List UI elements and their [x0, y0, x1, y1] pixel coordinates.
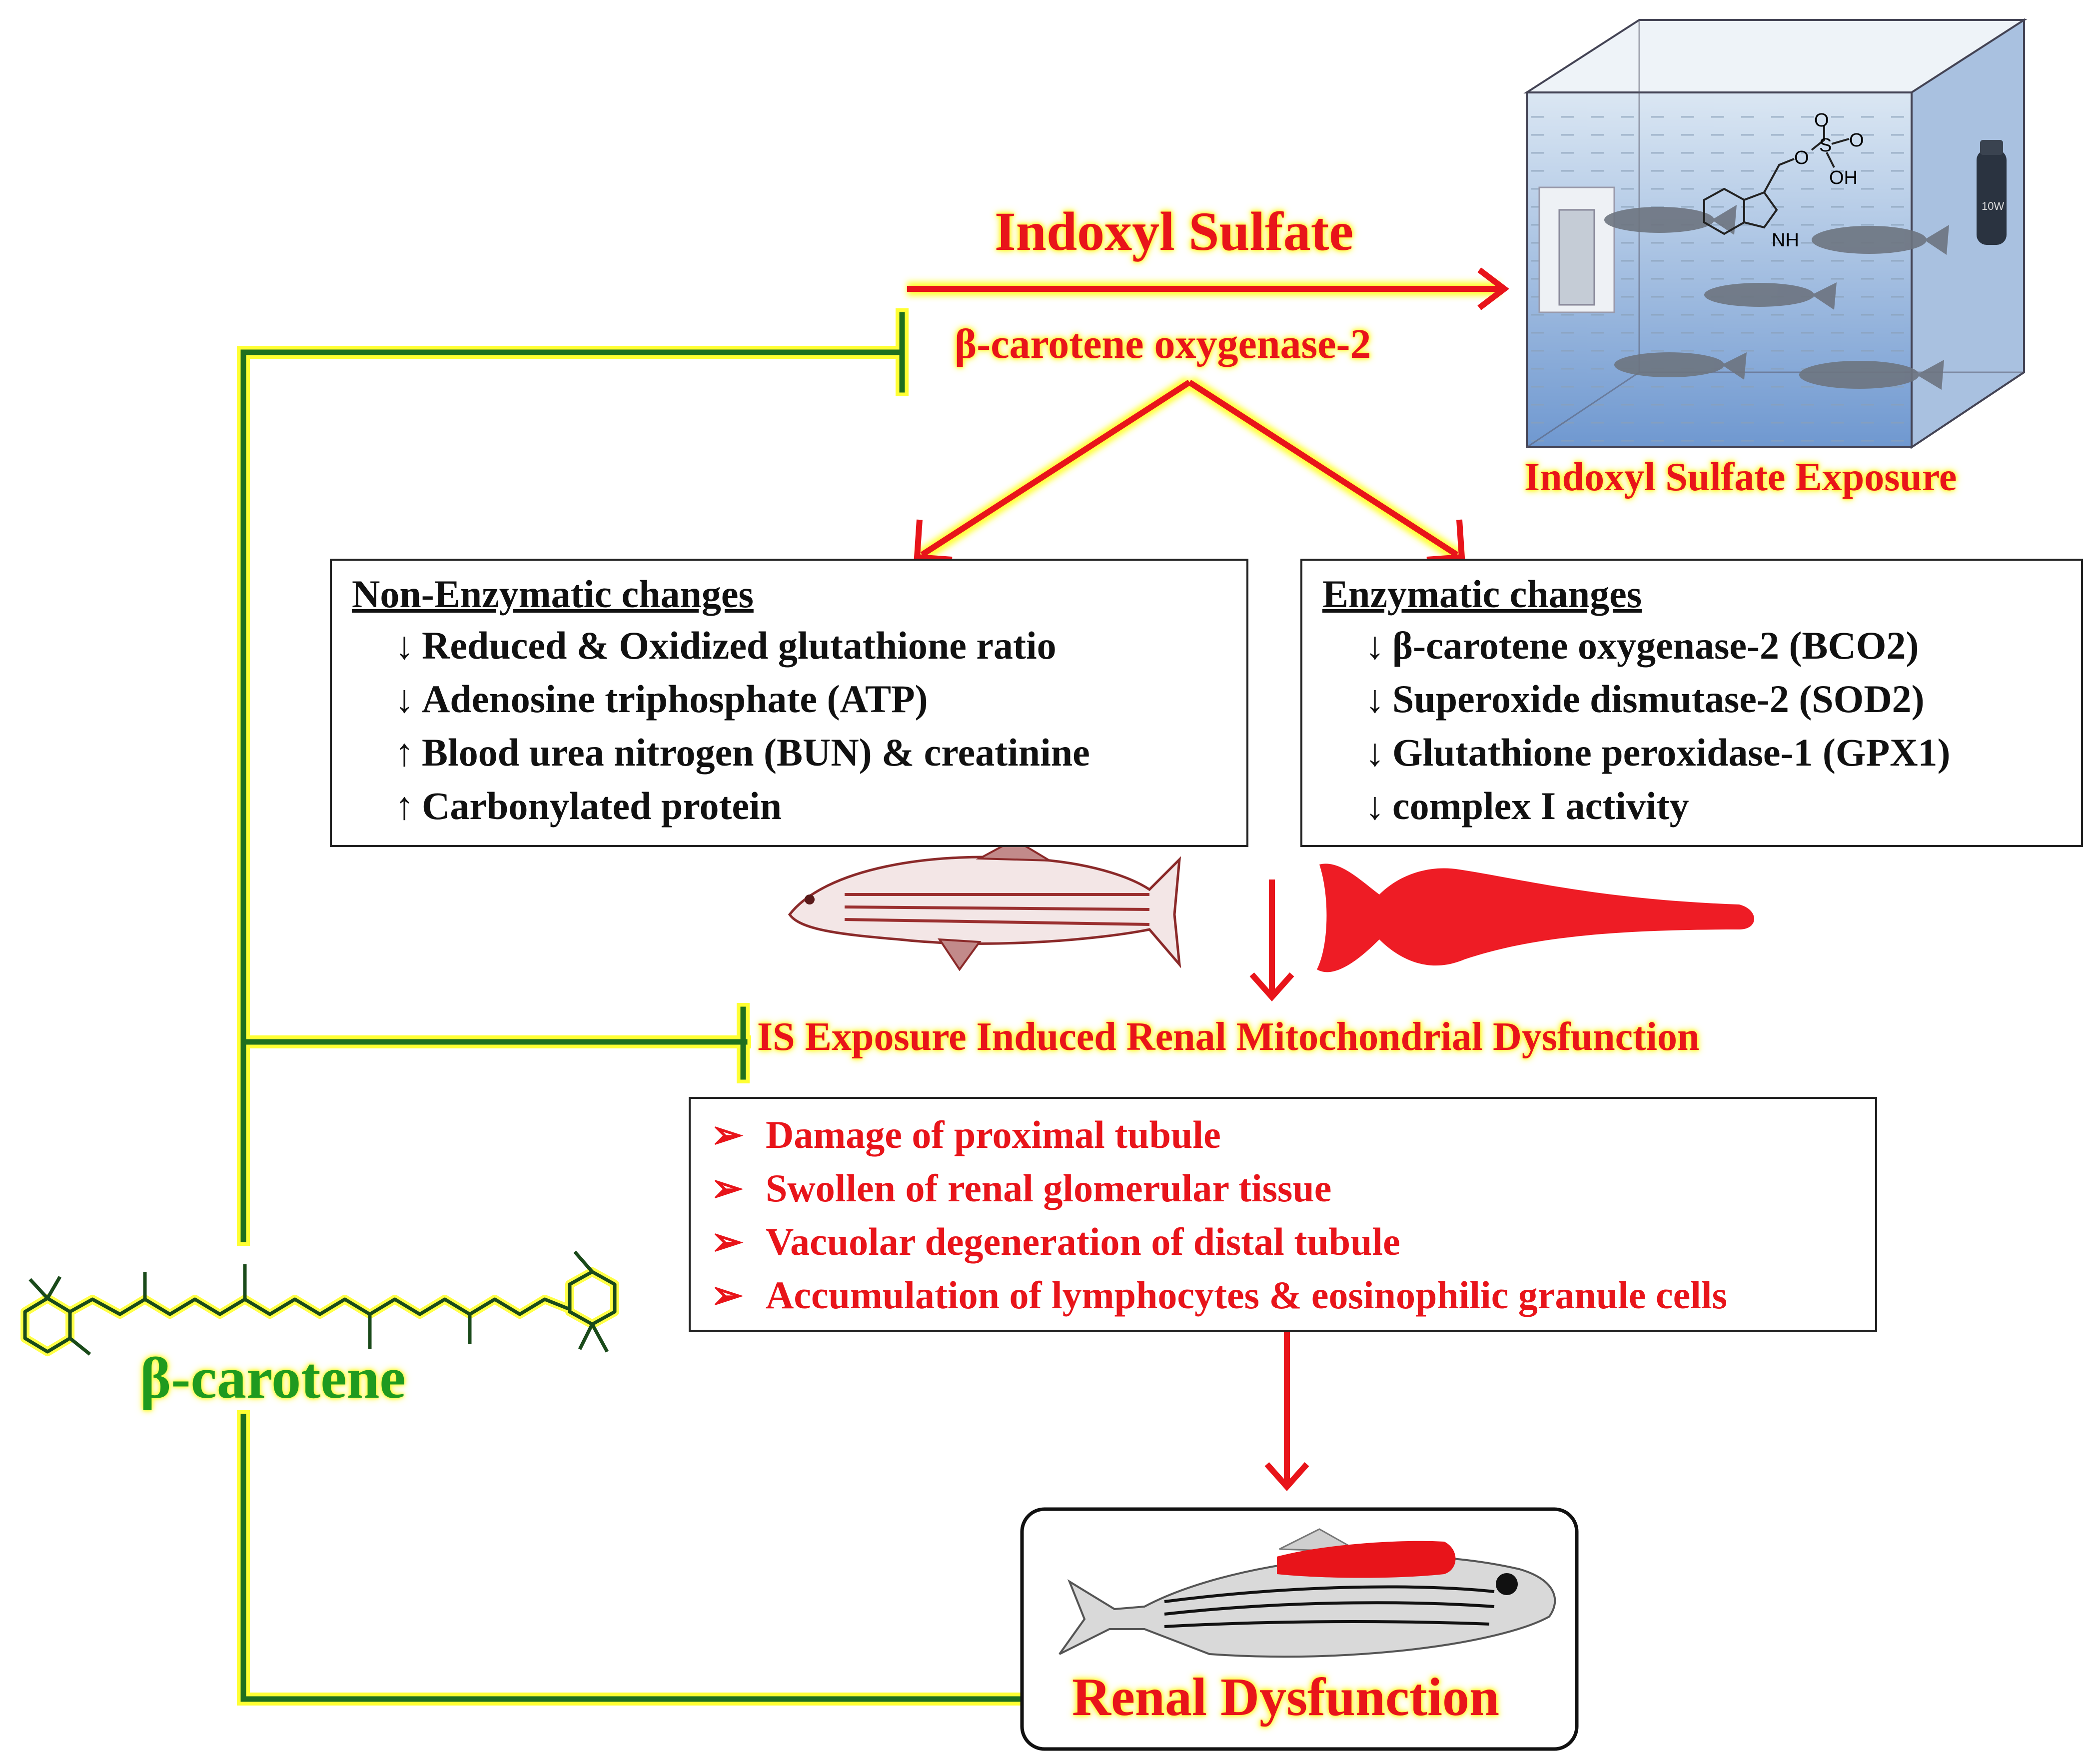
zebrafish-drawing [788, 838, 1181, 971]
beta-carotene-structure [20, 1250, 619, 1356]
tank-heater-label: 10W [1982, 200, 2005, 212]
tank-molecule-s: S [1819, 135, 1832, 156]
non-enzymatic-heading: Non-Enzymatic changes [352, 572, 754, 616]
tank-molecule-o1: O [1814, 110, 1829, 131]
tank-molecule-nh: NH [1772, 230, 1799, 251]
renal-dysfunction-label: Renal Dysfunction [1072, 1668, 1500, 1727]
renal-fish-illustration [1020, 1507, 1579, 1751]
aquarium-tank-illustration [1523, 18, 2028, 449]
enzymatic-item: ↓complex I activity [1365, 784, 1689, 828]
tank-molecule-o2: O [1849, 130, 1864, 151]
red-arrows [907, 267, 1509, 1492]
damage-item: ➢Vacuolar degeneration of distal tubule [711, 1220, 1400, 1263]
non-enzymatic-item: ↓Adenosine triphosphate (ATP) [394, 677, 928, 721]
damage-item: ➢Accumulation of lymphocytes & eosinophi… [711, 1273, 1727, 1317]
enzymatic-changes-box: Enzymatic changes ↓β-carotene oxygenase-… [1300, 559, 2083, 847]
enzymatic-item: ↓Superoxide dismutase-2 (SOD2) [1365, 677, 1925, 721]
mito-dysfunction-label: IS Exposure Induced Renal Mitochondrial … [757, 1015, 1700, 1059]
tank-molecule-oh: OH [1829, 167, 1858, 188]
exposure-caption: Indoxyl Sulfate Exposure [1524, 455, 1957, 499]
non-enzymatic-item: ↓Reduced & Oxidized glutathione ratio [394, 624, 1056, 667]
kidney-silhouette [1317, 864, 1754, 972]
indoxyl-sulfate-label: Indoxyl Sulfate [995, 201, 1354, 262]
enzymatic-item: ↓Glutathione peroxidase-1 (GPX1) [1365, 731, 1951, 774]
non-enzymatic-item: ↑Blood urea nitrogen (BUN) & creatinine [394, 731, 1090, 774]
enzymatic-heading: Enzymatic changes [1322, 572, 1642, 616]
damage-item: ➢Damage of proximal tubule [711, 1113, 1221, 1156]
non-enzymatic-changes-box: Non-Enzymatic changes ↓Reduced & Oxidize… [330, 559, 1248, 847]
enzymatic-item: ↓β-carotene oxygenase-2 (BCO2) [1365, 624, 1919, 667]
non-enzymatic-item: ↑Carbonylated protein [394, 784, 782, 828]
renal-damage-box: ➢Damage of proximal tubule ➢Swollen of r… [689, 1097, 1877, 1332]
damage-item: ➢Swollen of renal glomerular tissue [711, 1166, 1332, 1210]
beta-carotene-label: β-carotene [140, 1345, 406, 1411]
tank-molecule-o3: O [1794, 147, 1809, 168]
bco2-label: β-carotene oxygenase-2 [955, 321, 1371, 367]
